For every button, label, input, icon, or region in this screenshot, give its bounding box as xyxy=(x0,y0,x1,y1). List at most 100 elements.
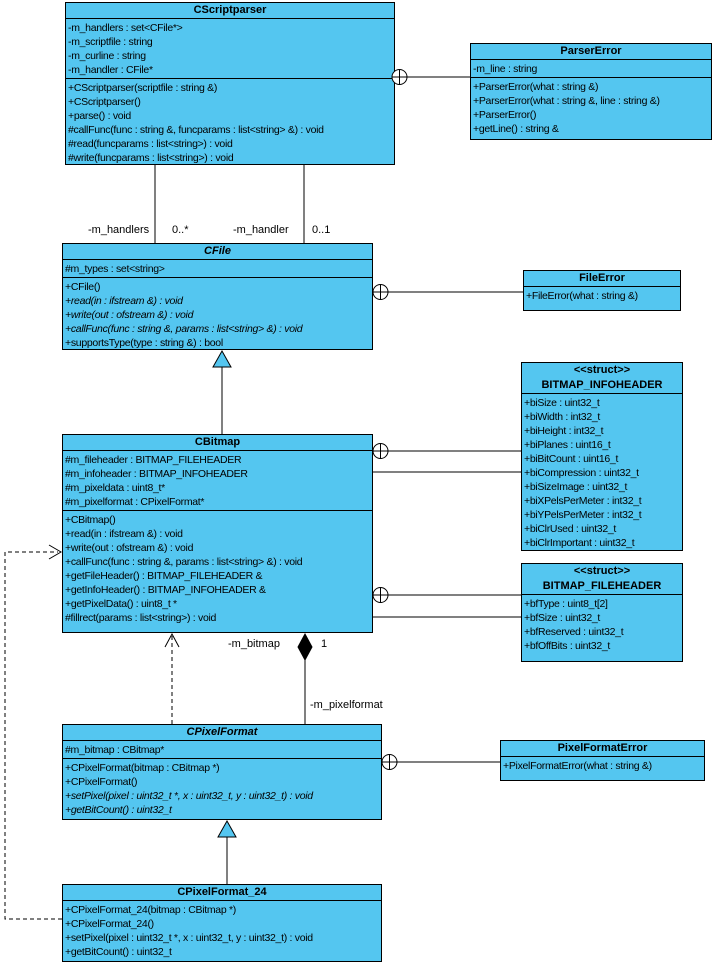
methods-compartment: +PixelFormatError(what : string &) xyxy=(501,756,704,774)
stereotype-label: <<struct>> xyxy=(573,565,631,577)
containment-anchor-icon xyxy=(372,284,389,300)
methods-compartment: +CBitmap()+read(in : ifstream &) : void+… xyxy=(63,510,372,626)
attribute-row: +bfSize : uint32_t xyxy=(524,612,601,624)
attributes-compartment: +biSize : uint32_t+biWidth : int32_t+biH… xyxy=(522,393,682,550)
containment-fileerror[interactable] xyxy=(372,284,523,300)
dependency-arrow-icon xyxy=(48,544,62,560)
class-name: BITMAP_FILEHEADER xyxy=(542,580,662,592)
containment-anchor-icon xyxy=(372,587,389,603)
method-row: +read(in : ifstream &) : void xyxy=(65,528,183,540)
method-row: +getPixelData() : uint8_t * xyxy=(65,598,177,610)
method-row: +callFunc(func : string &, params : list… xyxy=(65,323,303,335)
method-row: +write(out : ofstream &) : void xyxy=(65,542,194,554)
attributes-compartment: #m_types : set<string> xyxy=(63,259,372,277)
method-row: +getBitCount() : uint32_t xyxy=(65,804,172,816)
method-row: +getBitCount() : uint32_t xyxy=(65,946,172,958)
method-row: +ParserError(what : string &) xyxy=(473,81,599,93)
methods-compartment: +CScriptparser(scriptfile : string &) +CS… xyxy=(66,78,394,164)
generalization-cpixelformat24-cpixelformat[interactable] xyxy=(217,819,237,884)
attribute-row: #m_pixelformat : CPixelFormat* xyxy=(65,496,205,508)
attribute-row: +biYPelsPerMeter : int32_t xyxy=(524,509,642,521)
method-row: +FileError(what : string &) xyxy=(526,290,638,302)
attribute-row: #m_infoheader : BITMAP_INFOHEADER xyxy=(65,468,248,480)
attribute-row: +biXPelsPerMeter : int32_t xyxy=(524,495,642,507)
multiplicity-label-1[interactable]: 1 xyxy=(321,638,328,650)
generalization-cbitmap-cfile[interactable] xyxy=(212,349,232,434)
containment-bitmap-infoheader[interactable] xyxy=(372,443,521,459)
class-cscriptparser[interactable]: CScriptparser -m_handlers : set<CFile*>-m… xyxy=(65,2,395,165)
class-name: FileError xyxy=(579,272,625,284)
class-fileerror[interactable]: FileError +FileError(what : string &) xyxy=(523,270,681,311)
generalization-arrow-icon xyxy=(217,819,237,838)
dependency-cpixelformat24-cbitmap[interactable] xyxy=(4,544,62,920)
method-row: +setPixel(pixel : uint32_t *, x : uint32… xyxy=(65,932,313,944)
attribute-row: +biSizeImage : uint32_t xyxy=(524,481,628,493)
class-name: ParserError xyxy=(560,45,622,57)
attribute-row: -m_line : string xyxy=(473,63,538,75)
method-row: +CPixelFormat() xyxy=(65,776,138,788)
attribute-row: +biWidth : int32_t xyxy=(524,411,601,423)
attribute-row: #m_fileheader : BITMAP_FILEHEADER xyxy=(65,454,242,466)
class-name: CFile xyxy=(204,245,231,257)
role-label-m-bitmap[interactable]: -m_bitmap xyxy=(228,638,280,650)
stereotype-label: <<struct>> xyxy=(573,364,631,376)
method-row: +CPixelFormat_24(bitmap : CBitmap *) xyxy=(65,904,236,916)
method-row: +getLine() : string & xyxy=(473,123,559,135)
class-bitmap-infoheader[interactable]: <<struct>>BITMAP_INFOHEADER+biSize : uin… xyxy=(521,362,683,551)
dependency-arrow-icon xyxy=(164,632,180,648)
class-cbitmap[interactable]: CBitmap#m_fileheader : BITMAP_FILEHEADER… xyxy=(62,434,373,633)
attributes-compartment: -m_line : string xyxy=(471,59,711,77)
attribute-row: +biPlanes : uint16_t xyxy=(524,439,611,451)
dependency-cpixelformat-cbitmap[interactable] xyxy=(164,632,180,724)
method-row: #fillrect(params : list<string>) : void xyxy=(65,612,217,624)
attribute-row: +bfOffBits : uint32_t xyxy=(524,640,611,652)
method-row: +CScriptparser() xyxy=(68,96,141,108)
generalization-arrow-icon xyxy=(212,349,232,368)
attribute-row: -m_scriptfile : string xyxy=(68,36,153,48)
method-row: +callFunc(func : string &, params : list… xyxy=(65,556,303,568)
role-label-m-pixelformat[interactable]: -m_pixelformat xyxy=(310,699,383,711)
multiplicity-label-0-1[interactable]: 0..1 xyxy=(312,224,331,236)
class-bitmap-fileheader[interactable]: <<struct>> BITMAP_FILEHEADER +bfType : uin… xyxy=(521,563,683,662)
attribute-row: +biClrImportant : uint32_t xyxy=(524,537,635,549)
attribute-row: -m_curline : string xyxy=(68,50,146,62)
containment-anchor-icon xyxy=(381,754,398,770)
containment-bitmap-fileheader[interactable] xyxy=(372,587,521,603)
class-pixelformaterror[interactable]: PixelFormatError+PixelFormatError(what :… xyxy=(500,740,705,781)
method-row: +read(in : ifstream &) : void xyxy=(65,295,183,307)
class-name: CPixelFormat xyxy=(186,726,258,738)
attribute-row: #m_pixeldata : uint8_t* xyxy=(65,482,165,494)
method-row: #callFunc(func : string &, funcparams : … xyxy=(68,124,324,136)
class-name: CScriptparser xyxy=(193,4,267,16)
method-row: #write(funcparams : list<string>) : void xyxy=(68,152,234,164)
class-cpixelformat[interactable]: CPixelFormat #m_bitmap : CBitmap* +CPixelF… xyxy=(62,724,382,820)
class-name: CPixelFormat_24 xyxy=(177,886,267,898)
method-row: +PixelFormatError(what : string &) xyxy=(503,760,652,772)
role-label-m-handlers[interactable]: -m_handlers xyxy=(88,224,150,236)
class-parsererror[interactable]: ParserError -m_line : string +ParserError(… xyxy=(470,43,712,140)
attribute-row: +biCompression : uint32_t xyxy=(524,467,639,479)
method-row: +CPixelFormat(bitmap : CBitmap *) xyxy=(65,762,220,774)
methods-compartment: +CFile()+read(in : ifstream &) : void+wr… xyxy=(63,277,372,349)
attribute-row: +biBitCount : uint16_t xyxy=(524,453,619,465)
attributes-compartment: +bfType : uint8_t[2]+bfSize : uint32_t+b… xyxy=(522,594,682,654)
attribute-row: +bfReserved : uint32_t xyxy=(524,626,624,638)
method-row: +getFileHeader() : BITMAP_FILEHEADER & xyxy=(65,570,263,582)
class-cpixelformat-24[interactable]: CPixelFormat_24 +CPixelFormat_24(bitmap :… xyxy=(62,884,382,962)
attributes-compartment: #m_bitmap : CBitmap* xyxy=(63,740,381,758)
method-row: +CPixelFormat_24() xyxy=(65,918,154,930)
class-cfile[interactable]: CFile #m_types : set<string> +CFile() +read… xyxy=(62,243,373,350)
attributes-compartment: -m_handlers : set<CFile*>-m_scriptfile :… xyxy=(66,18,394,78)
method-row: +CFile() xyxy=(65,281,101,293)
method-row: +CScriptparser(scriptfile : string &) xyxy=(68,82,218,94)
attribute-row: #m_bitmap : CBitmap* xyxy=(65,744,165,756)
methods-compartment: +ParserError(what : string &)+ParserErro… xyxy=(471,77,711,137)
role-label-m-handler[interactable]: -m_handler xyxy=(233,224,289,236)
method-row: +parse() : void xyxy=(68,110,131,122)
method-row: +setPixel(pixel : uint32_t *, x : uint32… xyxy=(65,790,313,802)
containment-pixelformaterror[interactable] xyxy=(381,754,500,770)
attributes-compartment: #m_fileheader : BITMAP_FILEHEADER #m_info… xyxy=(63,450,372,510)
containment-parsererror[interactable] xyxy=(391,69,470,85)
attribute-row: +biHeight : int32_t xyxy=(524,425,604,437)
multiplicity-label-0-many[interactable]: 0..* xyxy=(172,224,189,236)
